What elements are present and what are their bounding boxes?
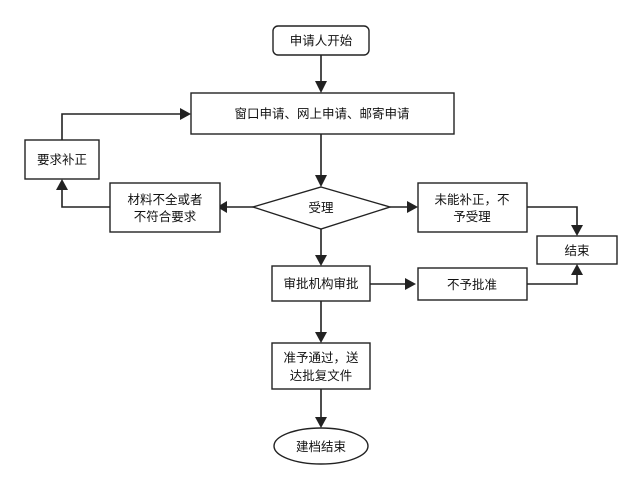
supplement-label: 要求补正 (37, 152, 87, 167)
edge-cannot-to-end (527, 206, 578, 230)
apply-box (190, 92, 455, 135)
approve-label-line-1: 准予通过，送 (283, 350, 359, 365)
arrowheads (56, 81, 583, 428)
incomplete-box (109, 182, 221, 233)
node-review: 审批机构审批 (271, 265, 371, 302)
arrowhead-reject (405, 278, 416, 290)
node-apply: 窗口申请、网上申请、邮寄申请 (190, 92, 455, 135)
apply-label: 窗口申请、网上申请、邮寄申请 (234, 106, 409, 121)
cannot-supplement-label-line-1: 未能补正，不 (434, 192, 509, 207)
end-label: 结束 (564, 243, 590, 258)
edge-supplement-to-apply (61, 113, 186, 140)
arrowhead-review (315, 255, 327, 266)
cannot-supplement-box (417, 182, 528, 233)
node-cannot-supplement: 未能补正，不 予受理 (417, 182, 528, 233)
arrowhead-accept (315, 175, 327, 187)
arrowhead-apply-loop (180, 108, 191, 120)
node-supplement: 要求补正 (24, 139, 100, 180)
accept-label: 受理 (308, 200, 334, 215)
arrowhead-approve (315, 332, 327, 343)
cannot-supplement-label-line-2: 予受理 (453, 209, 491, 224)
node-reject: 不予批准 (417, 267, 528, 301)
edge-incomplete-to-supplement (61, 184, 110, 208)
arrowhead-archive (315, 417, 327, 428)
node-start: 申请人开始 (272, 25, 370, 56)
node-incomplete: 材料不全或者 不符合要求 (109, 182, 221, 233)
node-end: 结束 (536, 235, 618, 265)
arrowhead-cannot (407, 201, 418, 213)
end-box (536, 235, 618, 265)
arrowhead-incomplete (217, 201, 227, 213)
incomplete-label-line-2: 不符合要求 (134, 209, 197, 224)
node-archive: 建档结束 (273, 427, 369, 465)
node-approve: 准予通过，送 达批复文件 (271, 342, 371, 390)
incomplete-label-line-1: 材料不全或者 (127, 192, 202, 207)
archive-ellipse (273, 427, 369, 465)
accept-diamond (250, 186, 393, 230)
start-box (272, 25, 370, 56)
arrowhead-apply (315, 81, 327, 93)
edge-reject-to-end (527, 269, 578, 285)
start-label: 申请人开始 (290, 33, 353, 48)
node-accept: 受理 (250, 186, 393, 230)
supplement-box (24, 139, 100, 180)
approve-label-line-2: 达批复文件 (290, 368, 353, 383)
review-label: 审批机构审批 (283, 276, 358, 291)
arrowhead-supplement (56, 179, 68, 190)
arrowhead-end-bottom (571, 264, 583, 275)
reject-box (417, 267, 528, 301)
arrowhead-end-top (571, 225, 583, 236)
review-box (271, 265, 371, 302)
reject-label: 不予批准 (447, 277, 497, 292)
archive-label: 建档结束 (296, 439, 347, 454)
approve-box (271, 342, 371, 390)
